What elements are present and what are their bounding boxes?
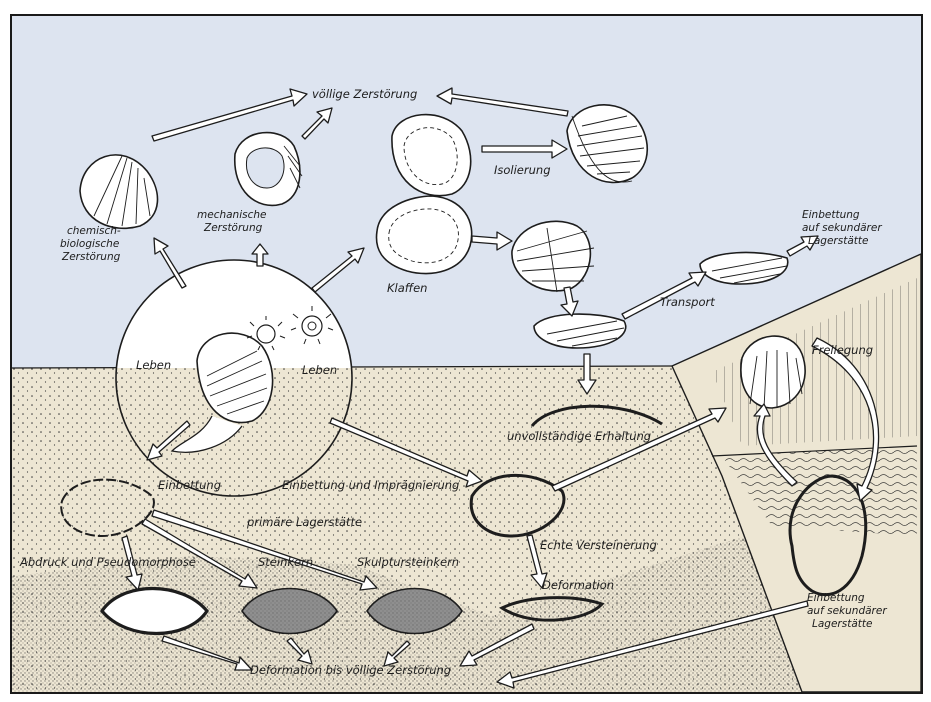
label-embedding-impregnation: Einbettung und Imprägnierung bbox=[282, 478, 459, 492]
label-true-petrification: Echte Versteinerung bbox=[540, 538, 657, 552]
label-imprint-pseudomorph: Abdruck und Pseudomorphose bbox=[19, 555, 196, 569]
label-secondary-top-1: Einbettung bbox=[802, 209, 860, 221]
label-chem-bio-2: biologische bbox=[60, 238, 119, 250]
label-deformation-to-destruction: Deformation bis völlige Zerstörung bbox=[250, 663, 451, 677]
label-transport: Transport bbox=[660, 295, 715, 309]
label-secondary-bottom-3: Lagerstätte bbox=[812, 618, 872, 630]
label-deformation: Deformation bbox=[542, 578, 614, 592]
label-isolation: Isolierung bbox=[494, 163, 551, 177]
label-embedding: Einbettung bbox=[158, 478, 221, 492]
label-primary-deposit: primäre Lagerstätte bbox=[246, 515, 362, 529]
label-incomplete-preservation: unvollständige Erhaltung bbox=[507, 429, 651, 443]
label-mech-2: Zerstörung bbox=[203, 222, 263, 234]
label-chem-bio-1: chemisch- bbox=[67, 225, 121, 237]
label-secondary-top-2: auf sekundärer bbox=[802, 222, 882, 234]
label-sculpture-mould: Skulptursteinkern bbox=[357, 555, 459, 569]
label-secondary-top-3: Lagerstätte bbox=[808, 235, 868, 247]
label-mech-1: mechanische bbox=[197, 209, 266, 221]
shell-exposed bbox=[741, 336, 805, 408]
label-secondary-bottom-1: Einbettung bbox=[807, 592, 865, 604]
label-exposure: Freilegung bbox=[812, 343, 873, 357]
label-life-left: Leben bbox=[136, 358, 171, 372]
label-life-right: Leben bbox=[302, 363, 337, 377]
label-internal-mould: Steinkern bbox=[258, 555, 313, 569]
label-secondary-bottom-2: auf sekundärer bbox=[807, 605, 887, 617]
fossilization-diagram: völlige Zerstörung chemisch- biologische… bbox=[12, 16, 921, 692]
label-gaping: Klaffen bbox=[387, 281, 427, 295]
figure-frame: völlige Zerstörung chemisch- biologische… bbox=[10, 14, 923, 694]
label-chem-bio-3: Zerstörung bbox=[61, 251, 121, 263]
label-total-destruction: völlige Zerstörung bbox=[312, 87, 417, 101]
